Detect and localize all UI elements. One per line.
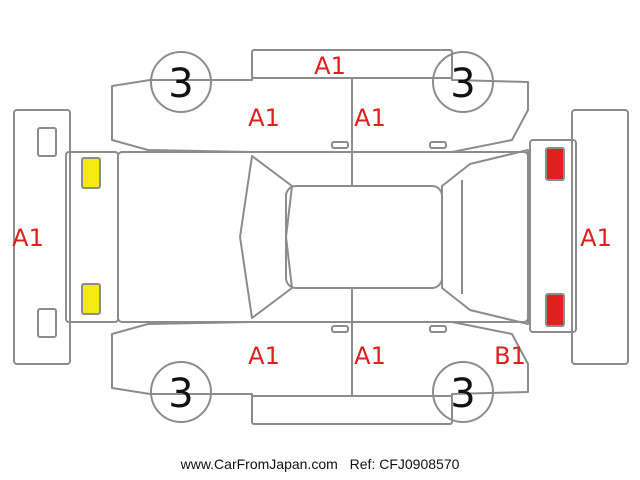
top-roof-rail [251,49,453,79]
front-bumper-panel [13,109,71,365]
rear-bumper-damage-label: A1 [580,224,612,252]
front-bumper-notch-bottom [37,308,57,338]
front-light-bottom [81,283,101,315]
rear-light-top [545,147,565,181]
top-front-handle [331,141,349,149]
top-left-wheel-count: 3 [168,61,193,107]
footer-site: www.CarFromJapan.com [180,456,338,472]
bottom-rear-door-damage-label: A1 [354,342,386,370]
bottom-rear-handle [429,325,447,333]
top-right-wheel-count: 3 [450,61,475,107]
bottom-right-wheel [432,361,494,423]
bottom-front-handle [331,325,349,333]
footer: www.CarFromJapan.com Ref: CFJ0908570 [0,456,640,472]
front-bumper-notch-top [37,127,57,157]
rear-light-bottom [545,293,565,327]
bottom-left-wheel [150,361,212,423]
rear-quarter-damage-label: B1 [494,342,526,370]
top-side-body [111,77,529,153]
top-left-wheel [150,51,212,113]
bottom-side-body [111,321,529,397]
roof-panel [285,185,443,289]
rear-bumper-panel [571,109,629,365]
windshield [239,155,293,319]
top-view-body [117,151,529,323]
top-front-door-damage-label: A1 [248,104,280,132]
footer-ref: Ref: CFJ0908570 [349,456,460,472]
front-bumper-damage-label: A1 [12,224,44,252]
rear-window [441,149,529,325]
bottom-front-door-damage-label: A1 [248,342,280,370]
bottom-right-wheel-count: 3 [450,371,475,417]
top-rear-door-damage-label: A1 [354,104,386,132]
front-light-top [81,157,101,189]
roof-damage-label: A1 [314,52,346,80]
bottom-left-wheel-count: 3 [168,371,193,417]
rear-bumper-inner [529,139,577,333]
top-right-wheel [432,51,494,113]
bottom-roof-rail [251,395,453,425]
top-rear-handle [429,141,447,149]
